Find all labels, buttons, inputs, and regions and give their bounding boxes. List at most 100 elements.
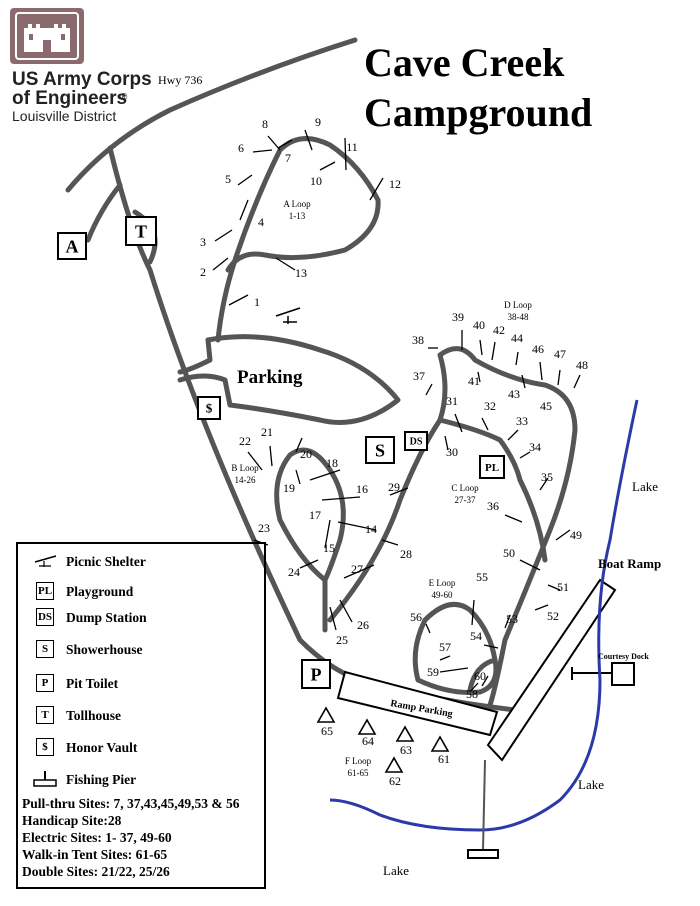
campsite-number: 32 xyxy=(484,399,496,413)
campsite-spur xyxy=(369,177,384,201)
tent-site-61 xyxy=(430,735,450,752)
loop-E-name: E Loop xyxy=(429,578,456,588)
highway-road xyxy=(65,37,358,193)
legend-item-playground: PL Playground xyxy=(18,582,264,606)
campsite-number: 54 xyxy=(470,629,482,643)
campsite-number: 35 xyxy=(541,470,553,484)
campsite-spur xyxy=(507,429,519,441)
campsite-number: 43 xyxy=(508,387,520,401)
loop-E-range: 49-60 xyxy=(432,590,453,600)
pit-toilet-icon: P xyxy=(36,674,54,692)
loop-D-name: D Loop xyxy=(504,300,532,310)
campsite-number: 42 xyxy=(493,323,505,337)
campsite-number: 25 xyxy=(336,633,348,647)
loop-C-name: C Loop xyxy=(451,483,479,493)
loop-C-range: 27-37 xyxy=(455,495,476,505)
marker-label: DS xyxy=(410,437,423,448)
lake-label-1: Lake xyxy=(632,479,658,494)
campsite-spur xyxy=(454,413,463,433)
legend-label: Pit Toilet xyxy=(66,676,119,691)
road-A-loop xyxy=(215,136,381,343)
legend-label: Dump Station xyxy=(66,610,147,625)
lake-shoreline xyxy=(329,399,639,832)
campsite-number: 31 xyxy=(446,394,458,408)
boat-ramp-label: Boat Ramp xyxy=(598,556,661,571)
campsite-number: 8 xyxy=(262,117,268,131)
campsite-number: 40 xyxy=(473,318,485,332)
campsite-spur xyxy=(324,519,331,549)
campsite-spur xyxy=(309,469,341,481)
playground-icon: PL xyxy=(36,582,54,600)
courtesy-dock-label: Courtesy Dock xyxy=(598,652,649,661)
campsite-number: 63 xyxy=(400,743,412,757)
campsite-number: 60 xyxy=(474,669,486,683)
loop-A-name: A Loop xyxy=(283,199,311,209)
legend-label: Fishing Pier xyxy=(66,772,137,787)
campsite-spur xyxy=(252,149,273,153)
playground-marker: PL xyxy=(479,455,505,479)
campsite-number: 28 xyxy=(400,547,412,561)
campsite-spur xyxy=(299,559,319,569)
campsite-number: 64 xyxy=(362,734,374,748)
campsite-number: 47 xyxy=(554,347,566,361)
tent-site-64 xyxy=(357,718,377,735)
loop-A-range: 1-13 xyxy=(289,211,306,221)
campsite-number: 49 xyxy=(570,528,582,542)
campsite-number: 55 xyxy=(476,570,488,584)
pit-toilet-marker: P xyxy=(301,659,331,689)
legend-item-picnic: Picnic Shelter xyxy=(18,552,264,576)
picnic-shelter-icon xyxy=(34,555,57,567)
campsite-spur xyxy=(557,369,561,386)
campsite-number: 29 xyxy=(388,480,400,494)
campsite-number: 45 xyxy=(540,399,552,413)
road-spur-A xyxy=(85,182,123,243)
legend-item-honor-vault: $ Honor Vault xyxy=(18,738,264,762)
campsite-number: 51 xyxy=(557,580,569,594)
campsite-number: 65 xyxy=(321,724,333,738)
campsite-spur xyxy=(247,451,263,471)
campsite-spur xyxy=(425,623,431,634)
marker-label: T xyxy=(135,221,147,241)
campsite-number: 15 xyxy=(323,541,335,555)
tollhouse-marker: T xyxy=(125,216,157,246)
marker-label: $ xyxy=(206,401,213,416)
campsite-spur xyxy=(267,135,281,151)
campsite-spur xyxy=(329,606,337,631)
parking-area xyxy=(177,334,401,425)
campsite-spur xyxy=(471,599,475,626)
campsite-number: 13 xyxy=(295,266,307,280)
legend-item-fishing-pier: Fishing Pier xyxy=(18,770,264,794)
campsite-number: 34 xyxy=(529,440,541,454)
loop-B-range: 14-26 xyxy=(235,475,256,485)
campsite-spur xyxy=(214,229,233,242)
pier-walk xyxy=(482,759,486,851)
campsite-number: 52 xyxy=(547,609,559,623)
campsite-spur xyxy=(519,451,531,459)
campsite-spur xyxy=(337,521,377,531)
loop-B-name: B Loop xyxy=(231,463,259,473)
road-E-inner xyxy=(467,657,498,693)
campsite-spur xyxy=(491,341,496,361)
campsite-number: 37 xyxy=(413,369,425,383)
campsite-spur xyxy=(534,604,549,611)
campsite-spur xyxy=(504,514,523,523)
lake-label-3: Lake xyxy=(383,863,409,878)
campsite-number: 30 xyxy=(446,445,458,459)
campsite-spur xyxy=(343,564,375,579)
legend-note-pull-thru: Pull-thru Sites: 7, 37,43,45,49,53 & 56 xyxy=(22,796,240,811)
campsite-spur xyxy=(275,257,296,271)
campsite-spur xyxy=(481,675,489,687)
campsite-spur xyxy=(269,445,273,467)
campsite-spur xyxy=(295,469,301,485)
boat-ramp xyxy=(486,578,617,762)
campsite-number: 2 xyxy=(200,265,206,279)
loop-D-range: 38-48 xyxy=(508,312,529,322)
campsite-number: 4 xyxy=(258,215,264,229)
campsite-number: 12 xyxy=(389,177,401,191)
campsite-spur xyxy=(483,644,499,649)
castle-logo xyxy=(10,8,84,64)
tent-site-63 xyxy=(395,725,415,742)
legend-item-showerhouse: S Showerhouse xyxy=(18,640,264,664)
